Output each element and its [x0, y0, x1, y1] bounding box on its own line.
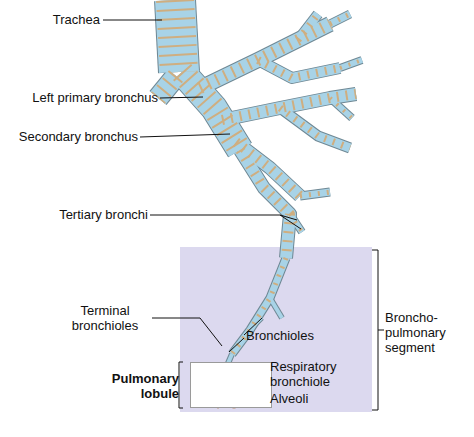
node-label: Broncho- pulmonary segment: [385, 310, 465, 355]
node-label: Pulmonary lobule: [99, 371, 179, 401]
part-label: Terminal bronchioles: [60, 303, 150, 333]
airway-tubes: [158, 0, 362, 368]
lobule-box: Pulmonary lobule: [190, 362, 272, 408]
airway-segment: [280, 108, 350, 148]
airway-segment: [175, 0, 179, 72]
airway-segment: [222, 94, 356, 120]
airway-segment: [270, 298, 282, 318]
airway-segment: [330, 98, 352, 118]
airway-segment: [270, 298, 282, 318]
part-label: Bronchioles: [246, 328, 336, 343]
airway-segment: [340, 60, 362, 68]
airway-segment: [330, 14, 350, 24]
airway-segment: [280, 108, 350, 148]
airway-segment: [300, 192, 330, 196]
airway-segment: [258, 60, 340, 78]
airway-segment: [330, 14, 350, 24]
airway-segment: [300, 192, 330, 196]
part-label: Respiratory bronchiole: [270, 359, 370, 389]
airway-segment: [200, 24, 330, 88]
airway-segment: [330, 98, 352, 118]
airway-segment: [258, 60, 340, 78]
part-label: Secondary bronchus: [4, 129, 138, 144]
airway-segment: [158, 76, 176, 98]
airway-segment: [340, 60, 362, 68]
airway-segment: [280, 108, 350, 148]
airway-segment: [330, 14, 350, 24]
airway-segment: [175, 0, 179, 72]
airway-segment: [258, 60, 340, 78]
airway-segment: [240, 150, 290, 258]
airway-segment: [236, 142, 300, 196]
part-label: Alveoli: [270, 391, 350, 406]
airway-segment: [340, 60, 362, 68]
airway-segment: [182, 72, 240, 150]
part-label: Trachea: [40, 12, 100, 27]
part-label: Left primary bronchus: [4, 90, 158, 105]
airway-segment: [158, 76, 176, 98]
airway-segment: [298, 14, 318, 40]
airway-segment: [158, 76, 176, 98]
airway-segment: [175, 0, 179, 72]
airway-segment: [300, 192, 330, 196]
part-label: Tertiary bronchi: [20, 207, 148, 222]
